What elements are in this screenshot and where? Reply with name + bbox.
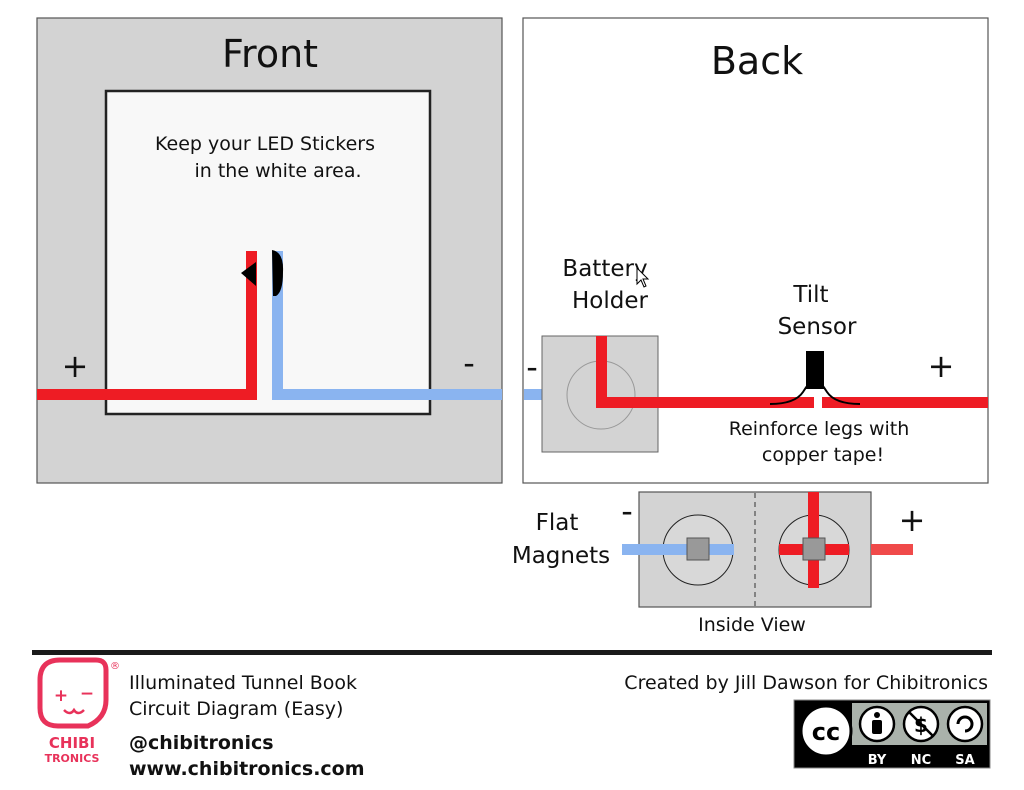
tilt-label-line2: Sensor [778,314,857,340]
doc-title-line1: Illuminated Tunnel Book [129,672,357,694]
inside-negative-pad [686,537,710,561]
battery-positive-riser [596,336,607,408]
inside-view: Flat Magnets - + Inside View [512,491,926,636]
inside-view-caption: Inside View [698,614,806,636]
back-minus-sign: - [526,348,538,386]
inside-positive-pad [802,537,826,561]
logo-text-tronics: TRONICS [45,752,100,765]
battery-label-line1: Battery [562,256,647,282]
back-trace-left [596,397,814,408]
flat-magnets-line1: Flat [536,510,579,536]
footer-divider [32,650,992,655]
front-plus-sign: + [62,347,89,385]
led-cathode-pad [272,250,284,296]
license-by-label: BY [868,753,887,768]
front-instruction-line1: Keep your LED Stickers [155,133,375,155]
attribution-body [872,720,882,734]
flat-magnets-line2: Magnets [512,543,610,569]
battery-label-line2: Holder [572,288,649,314]
front-title: Front [222,32,318,76]
chibitronics-logo: + − ® CHIBI TRONICS [37,657,120,765]
back-trace-right [822,397,988,408]
credit-text: Created by Jill Dawson for Chibitronics [624,672,988,694]
inside-negative-trace [622,544,734,555]
tilt-sensor-body [806,351,824,389]
sharealike-icon [946,705,984,743]
front-positive-trace [37,389,257,400]
front-negative-trace [272,389,502,400]
back-plus-sign: + [928,347,955,385]
license-sa-label: SA [955,753,974,768]
social-handle: @chibitronics [129,732,274,754]
front-minus-sign: - [463,344,475,382]
noncommercial-slash [908,711,934,737]
back-title: Back [711,39,803,83]
cc-icon-text: cc [812,718,840,746]
front-instruction-line2: in the white area. [194,160,361,182]
front-panel: Front Keep your LED Stickers in the whit… [36,17,503,484]
inside-plus-sign: + [899,501,926,539]
mouse-cursor-icon [636,266,650,288]
doc-title-line2: Circuit Diagram (Easy) [129,698,343,720]
front-positive-riser [246,251,257,400]
reinforce-note-line2: copper tape! [762,444,884,466]
back-negative-stub [524,389,544,400]
website-url: www.chibitronics.com [129,758,365,780]
logo-smile-icon [63,707,85,715]
tilt-label-line1: Tilt [792,282,828,308]
logo-minus-icon: − [80,684,94,704]
cc-license-badge: cc $ BY NC SA [793,699,991,769]
sharealike-arrow-icon [956,715,974,733]
back-panel: Back Battery Holder Tilt Sensor Reinforc… [522,17,989,484]
cc-icon [799,704,853,758]
inside-minus-sign: - [621,492,633,530]
license-nc-label: NC [911,753,931,768]
tilt-sensor-legs [769,376,861,405]
logo-outline-icon [37,657,109,729]
led-sticker-area [104,89,432,416]
led-anode-pad [241,262,256,286]
reinforce-note-line1: Reinforce legs with [729,418,910,440]
front-negative-riser [272,251,283,400]
inside-positive-exit-trace [871,544,913,555]
attribution-head [874,712,880,718]
registered-mark: ® [110,661,120,672]
logo-plus-icon: + [54,686,68,706]
logo-text-chibi: CHIBI [49,734,95,752]
